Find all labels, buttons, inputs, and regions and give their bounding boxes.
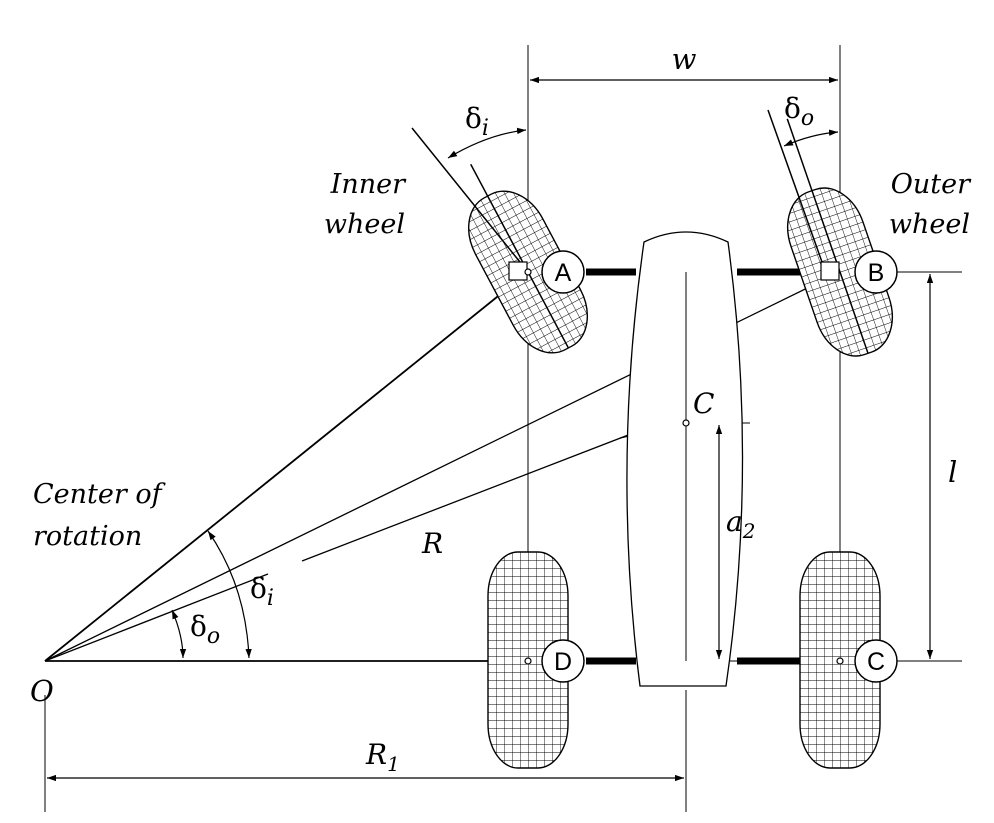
wheel-label-D: D [554,648,572,676]
arc-delta-o-bottom [171,609,187,659]
label-inner-wheel-2: wheel [324,209,405,240]
label-center-rotation-1: Center of [33,479,166,510]
wheel-marker-D: D [541,639,585,683]
label-track-width: w [672,42,697,76]
label-a2: a2 [726,505,755,543]
dimensions [47,76,934,782]
vehicle-body [626,231,744,687]
ray-to-C-part1 [44,573,269,662]
label-outer-wheel-1: Outer [891,169,972,200]
label-radius: R [421,527,443,560]
wheel-marker-B: B [854,250,898,294]
label-delta-o-top: δo [784,92,814,131]
label-delta-o-bottom: δo [190,610,220,649]
label-delta-i-top: δi [465,102,489,141]
point-D [524,657,532,665]
label-origin: O [30,674,54,708]
label-mass-center: C [693,387,714,420]
point-A [524,268,532,276]
pivot-B [820,261,840,281]
label-inner-wheel-1: Inner [330,169,407,200]
label-wheelbase: l [948,455,957,489]
wheel-marker-C: C [854,639,898,683]
label-center-rotation-2: rotation [33,521,142,552]
ray-to-A [44,271,529,662]
wheel-label-B: B [868,259,885,287]
mass-center-point [682,419,690,427]
label-delta-i-bottom: δi [250,572,274,611]
tire-front-right [786,118,893,357]
ray-to-C-part2 [301,431,637,562]
arc-delta-i-top [447,127,527,159]
point-C-rear [836,657,844,665]
wheel-marker-A: A [541,250,585,294]
arc-delta-o-top [783,129,839,147]
outer-wheel-heading [767,109,823,263]
wheel-label-A: A [555,259,572,287]
wheel-label-C: C [867,648,885,676]
label-R1: R1 [365,738,400,776]
arc-delta-i-bottom [207,530,252,659]
inner-wheel-heading [411,127,529,273]
pivot-A [508,261,528,281]
label-outer-wheel-2: wheel [889,209,970,240]
